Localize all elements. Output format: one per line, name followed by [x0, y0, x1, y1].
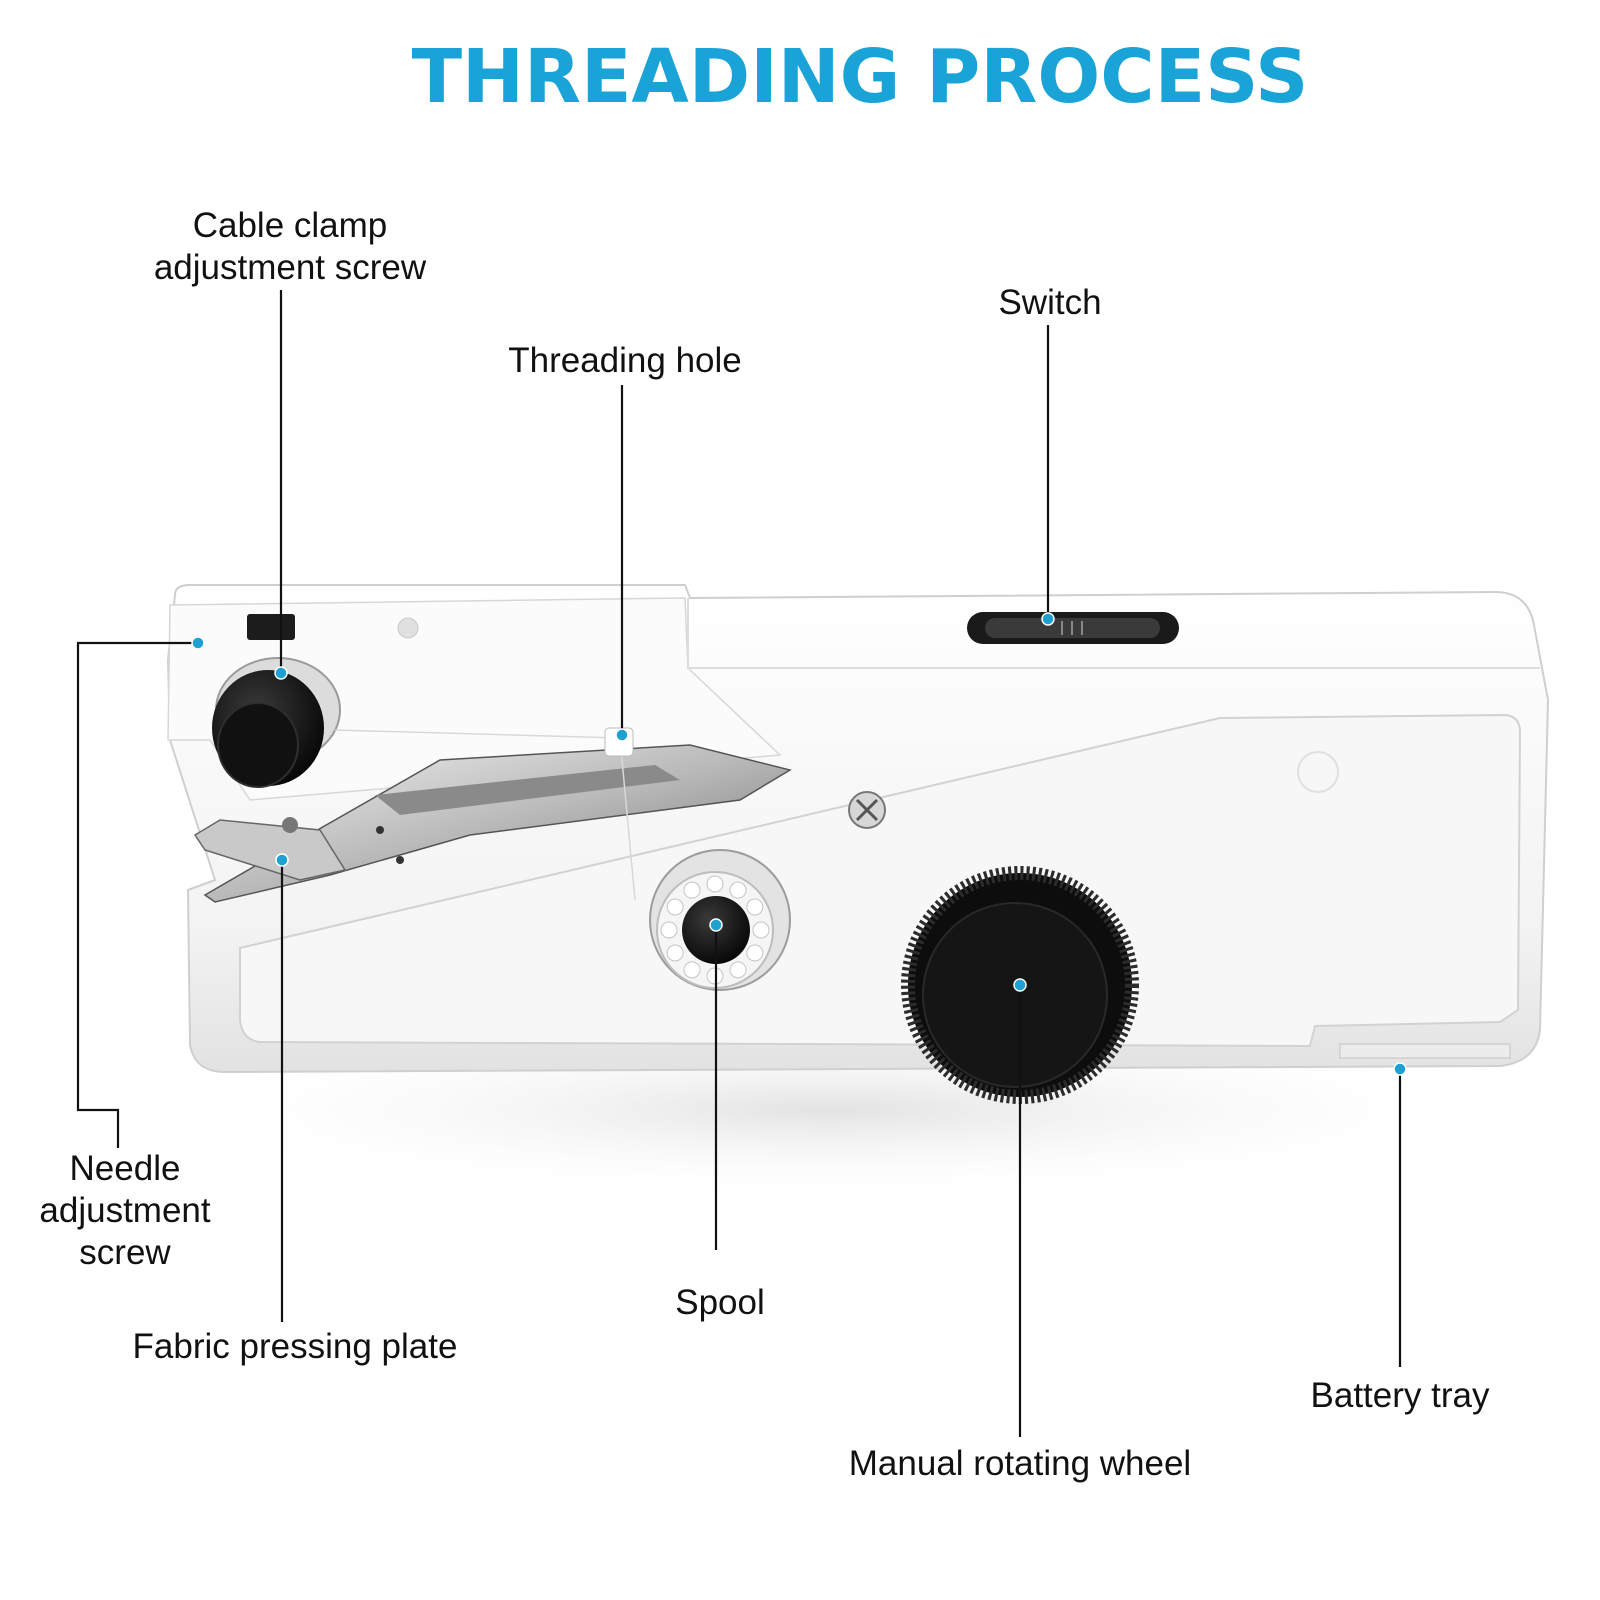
- spool-assembly: [649, 849, 791, 991]
- spool-tooth: [666, 898, 684, 916]
- spool-tooth: [729, 881, 747, 899]
- metal-presser-assembly: [193, 744, 792, 903]
- page-title: THREADING PROCESS: [411, 34, 1309, 120]
- label-spool: Spool: [675, 1283, 765, 1322]
- switch-slider: [967, 612, 1179, 644]
- switch-dot: [1041, 612, 1055, 626]
- threading-hole-dot: [615, 728, 629, 742]
- leader-lines: [76, 290, 1402, 1437]
- needle-screw-dot: [191, 636, 205, 650]
- label-manual-wheel: Manual rotating wheel: [848, 1444, 1192, 1483]
- spool-tooth: [729, 961, 747, 979]
- spool-tooth: [746, 944, 764, 962]
- label-threading-hole: Threading hole: [508, 341, 742, 380]
- label-switch: Switch: [998, 283, 1102, 322]
- label-needle-screw: Needle adjustment screw: [39, 1149, 211, 1272]
- spool-tooth: [666, 944, 684, 962]
- label-battery-tray: Battery tray: [1310, 1376, 1490, 1415]
- top-hole: [397, 617, 419, 639]
- spool-tooth: [660, 921, 678, 939]
- manual-wheel-dot: [1013, 978, 1027, 992]
- label-fabric-plate: Fabric pressing plate: [132, 1327, 458, 1366]
- spool-tooth: [752, 921, 770, 939]
- spool-dot: [709, 918, 723, 932]
- label-cable-clamp-screw: Cable clamp adjustment screw: [153, 206, 427, 287]
- spool-tooth: [706, 875, 724, 893]
- spool-tooth: [746, 898, 764, 916]
- body-screw: [848, 791, 886, 829]
- top-button: [247, 614, 295, 640]
- spool-tooth: [683, 961, 701, 979]
- spool-tooth: [683, 881, 701, 899]
- machine-body: [166, 584, 1550, 1074]
- callout-dots: [191, 612, 1407, 1076]
- cable-clamp-knob: [212, 657, 341, 788]
- fabric-plate-dot: [275, 853, 289, 867]
- battery-tray-dot: [1393, 1062, 1407, 1076]
- cable-clamp-dot: [274, 666, 288, 680]
